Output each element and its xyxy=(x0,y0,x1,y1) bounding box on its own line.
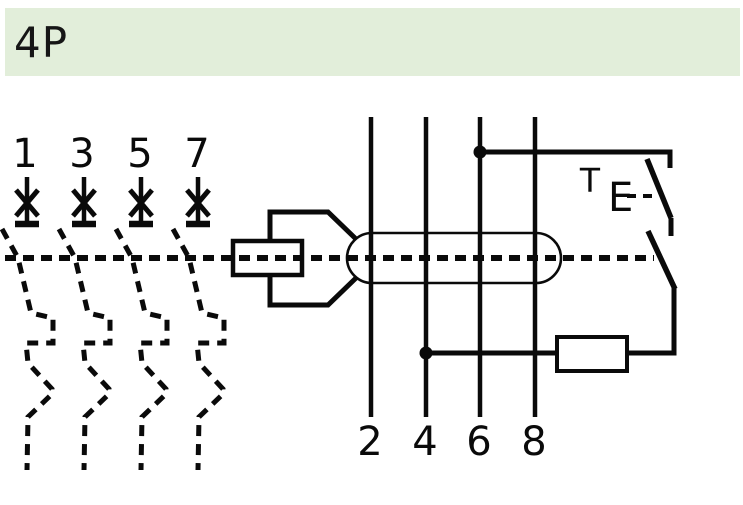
test-wire-top xyxy=(480,149,673,168)
terminal-label-8: 8 xyxy=(521,419,546,465)
trip-linkage-pole7 xyxy=(170,227,227,471)
trip-linkage-group xyxy=(0,227,227,471)
junction-dot-bottom xyxy=(419,346,433,360)
contact-x-icon xyxy=(14,188,40,218)
contact-x-icon xyxy=(128,188,154,218)
page-title: 4P xyxy=(14,17,69,67)
terminal-label-3: 3 xyxy=(69,131,94,177)
terminal-label-7: 7 xyxy=(184,131,209,177)
pole-conductors-group xyxy=(368,117,538,417)
contact-x-icon xyxy=(71,188,97,218)
junction-dot-top xyxy=(473,145,487,159)
trip-linkage-pole5 xyxy=(113,227,170,471)
trip-linkage-pole1 xyxy=(0,227,56,471)
terminal-label-4: 4 xyxy=(412,419,437,465)
test-wire-right xyxy=(624,287,677,356)
test-button-symbol: E xyxy=(608,175,633,221)
contact-x-icon xyxy=(185,188,211,218)
contact-symbol-5 xyxy=(128,177,154,228)
terminal-label-6: 6 xyxy=(466,419,491,465)
test-circuit-group: T E xyxy=(419,145,678,373)
contact-symbol-3 xyxy=(71,177,97,228)
header-bar: 4P xyxy=(5,8,740,76)
terminal-labels-group: 1 3 5 7 2 4 6 8 xyxy=(12,131,546,465)
contact-symbol-1 xyxy=(14,177,40,228)
terminal-label-2: 2 xyxy=(357,419,382,465)
contact-symbol-7 xyxy=(185,177,211,228)
trip-linkage-pole3 xyxy=(56,227,113,471)
main-switch-blade-lower xyxy=(645,229,678,291)
contact-symbols-group xyxy=(14,177,211,228)
terminal-label-1: 1 xyxy=(12,131,37,177)
terminal-label-5: 5 xyxy=(127,131,152,177)
test-resistor xyxy=(555,335,629,373)
test-switch-blade-upper xyxy=(644,157,674,220)
test-button-label: T xyxy=(579,161,601,200)
